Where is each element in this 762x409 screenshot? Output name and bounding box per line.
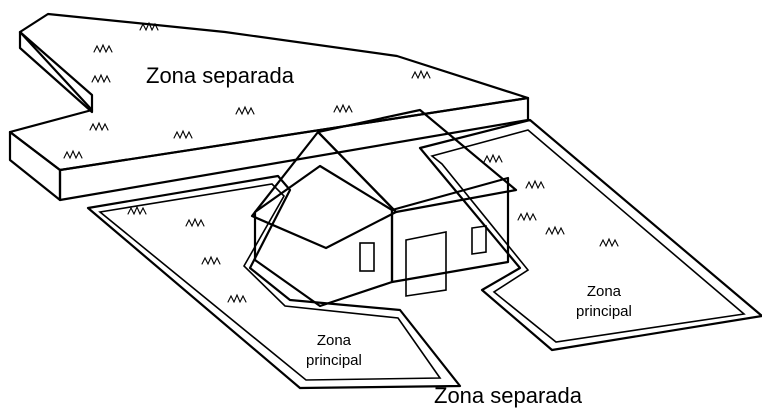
grass-tuft-icon <box>93 43 113 54</box>
separated-zone-top-surface <box>8 12 530 172</box>
house-icon <box>250 108 518 308</box>
grass-tuft-icon <box>63 149 83 160</box>
principal-zone-left <box>86 174 462 390</box>
house-roof-side <box>316 108 518 214</box>
label-principal-zone-right-line1: Zona <box>586 283 622 300</box>
grass-tuft-icon <box>235 105 255 116</box>
grass-tuft-icon <box>127 205 147 216</box>
grass-tuft-icon <box>227 293 247 304</box>
label-principal-zone-left: Zona principal <box>306 331 362 371</box>
house-side-wall <box>390 176 510 284</box>
principal-zone-left-inner <box>98 183 442 381</box>
label-principal-zone-left-line1: Zona <box>316 332 352 349</box>
grass-tuft-icon <box>599 237 619 248</box>
label-principal-zone-right-line2: principal <box>576 303 632 320</box>
separated-zone-top <box>8 12 530 202</box>
principal-zone-right-outer <box>418 118 762 352</box>
separated-zone-top-side-left <box>8 130 62 202</box>
house-window-left <box>359 242 375 272</box>
grass-tuft-icon <box>545 225 565 236</box>
grass-tuft-icon <box>173 129 193 140</box>
grass-tuft-icon <box>411 69 431 80</box>
grass-tuft-icon <box>185 217 205 228</box>
grass-tuft-icon <box>139 21 159 32</box>
grass-tuft-icon <box>517 211 537 222</box>
grass-tuft-icon <box>91 73 111 84</box>
principal-zone-left-outer <box>86 174 462 390</box>
label-separated-zone-bottom: Zona separada <box>434 383 582 408</box>
grass-tufts <box>63 21 619 304</box>
house-door <box>405 231 447 297</box>
grass-tuft-icon <box>201 255 221 266</box>
label-separated-zone-top: Zona separada <box>146 63 294 88</box>
grass-tuft-icon <box>89 121 109 132</box>
label-principal-zone-left-line2: principal <box>306 352 362 369</box>
principal-zone-right-inner <box>430 129 746 343</box>
separated-zone-top-side-back <box>18 30 94 114</box>
principal-zone-right <box>418 118 762 352</box>
house-window-right <box>471 225 487 255</box>
grass-tuft-icon <box>525 179 545 190</box>
label-principal-zone-right: Zona principal <box>576 282 632 322</box>
grass-tuft-icon <box>483 153 503 164</box>
grass-tuft-icon <box>333 103 353 114</box>
